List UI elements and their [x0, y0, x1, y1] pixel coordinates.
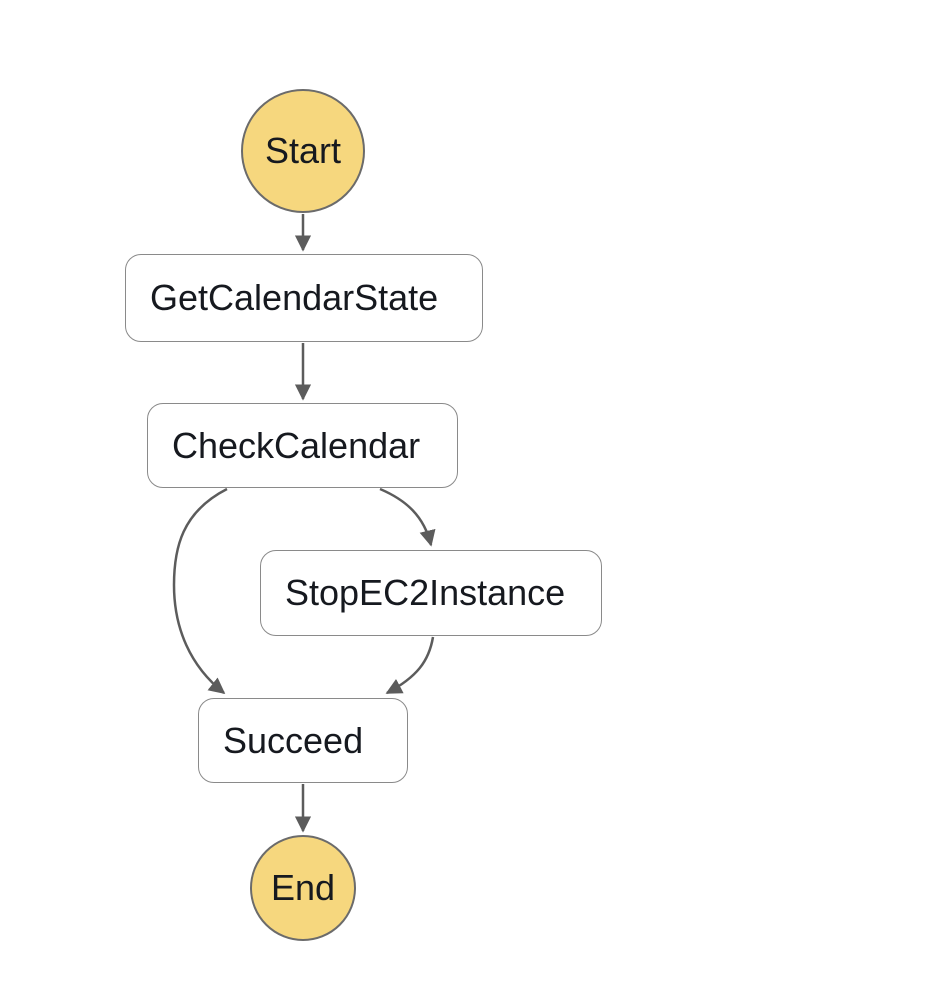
node-label-start: Start: [264, 130, 342, 171]
state-node-stopec2instance[interactable]: StopEC2Instance: [260, 550, 602, 636]
node-label-checkcalendar: CheckCalendar: [172, 424, 421, 466]
node-label-stopec2instance: StopEC2Instance: [285, 572, 566, 613]
node-label-end: End: [270, 867, 336, 908]
terminal-node-end[interactable]: End: [250, 835, 356, 941]
state-node-getcalendarstate[interactable]: GetCalendarState: [125, 254, 483, 342]
edge-checkcalendar-to-succeed: [172, 487, 228, 695]
state-node-succeed[interactable]: Succeed: [198, 698, 408, 783]
edge-stopec2instance-to-succeed: [385, 636, 435, 695]
edge-checkcalendar-to-stopec2instance: [379, 487, 436, 547]
state-node-checkcalendar[interactable]: CheckCalendar: [147, 403, 458, 488]
node-label-getcalendarstate: GetCalendarState: [150, 277, 439, 318]
terminal-node-start[interactable]: Start: [241, 89, 365, 213]
node-label-succeed: Succeed: [223, 719, 364, 761]
